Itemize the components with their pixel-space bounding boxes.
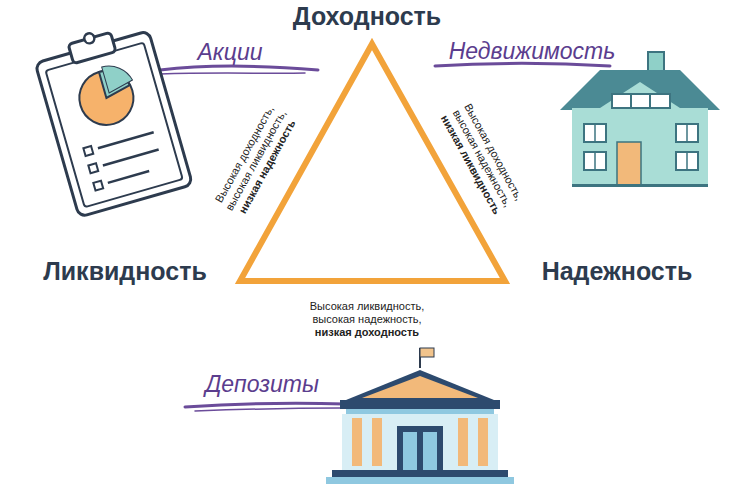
caption-text: Высокая ликвидность, высокая надежность, <box>292 300 442 326</box>
brush-stroke <box>160 66 318 70</box>
side-caption: Высокая доходность, высокая ликвидность,… <box>210 99 301 221</box>
triangle <box>240 44 505 281</box>
brush-stroke <box>160 73 305 74</box>
axis-label: Доходность <box>293 2 441 31</box>
brush-stroke <box>195 408 340 411</box>
clipboard-icon <box>31 17 192 217</box>
house-icon <box>560 52 720 187</box>
axis-label: Надежность <box>542 257 693 286</box>
axis-label: Ликвидность <box>43 257 207 286</box>
asset-label: Акции <box>198 39 263 66</box>
asset-label: Депозиты <box>205 371 319 398</box>
asset-label: Недвижимость <box>449 38 616 65</box>
bank-icon <box>326 348 514 484</box>
caption-text: низкая доходность <box>292 326 442 339</box>
brush-stroke <box>435 63 610 66</box>
brush-stroke <box>185 403 345 407</box>
side-caption: Высокая ликвидность, высокая надежность,… <box>292 300 442 339</box>
side-caption: Высокая доходность, высокая надежность,н… <box>436 97 527 219</box>
